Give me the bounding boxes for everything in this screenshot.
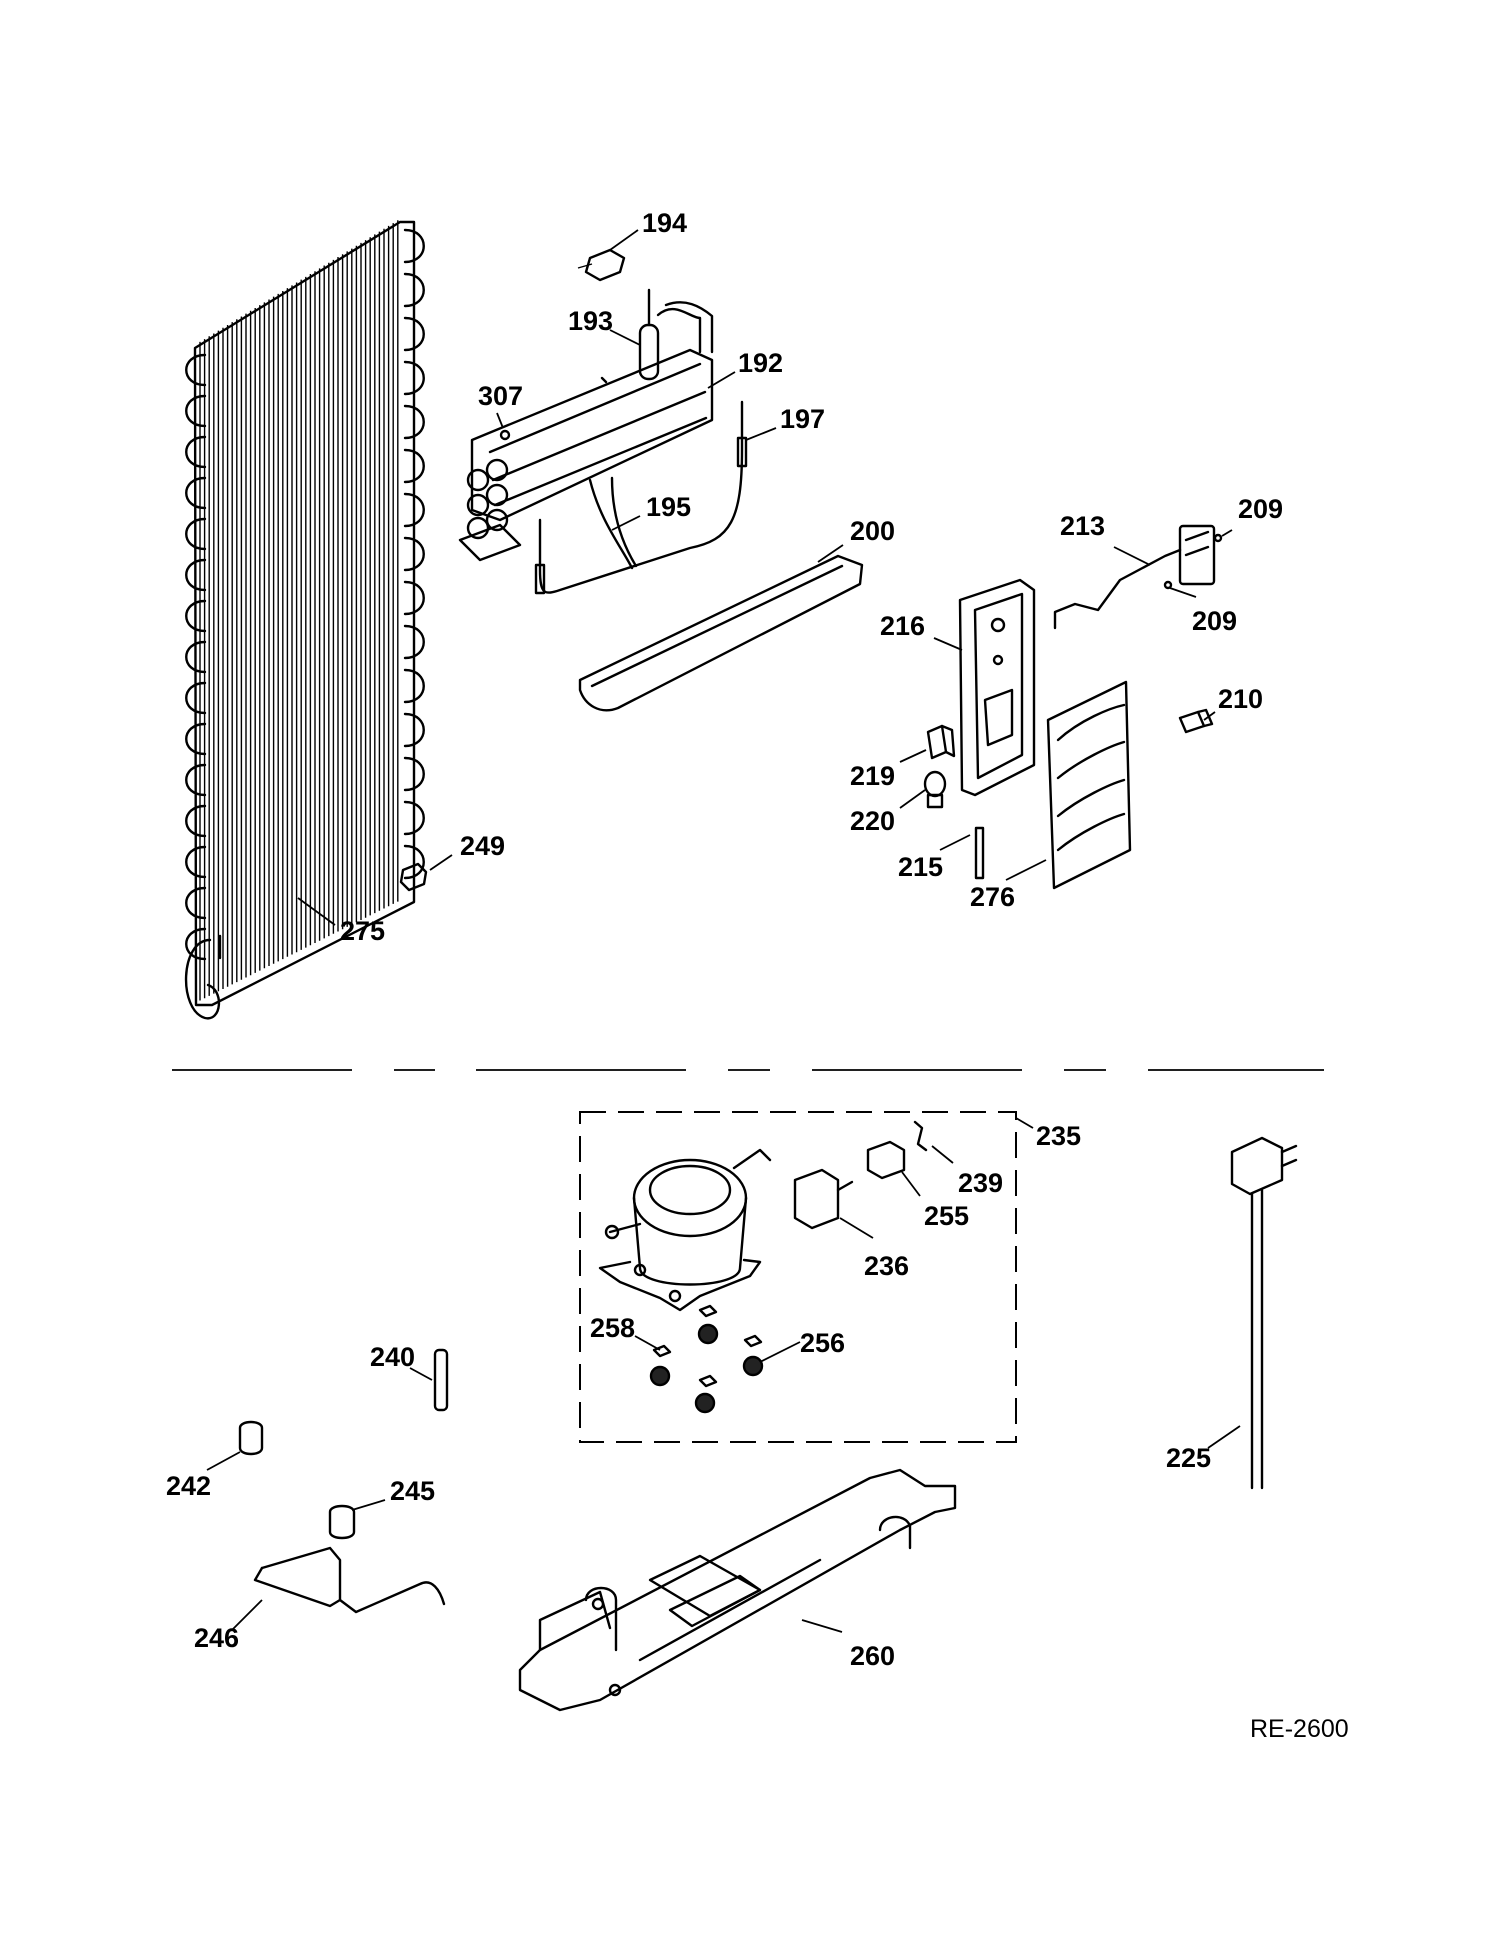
diagram-code: RE-2600 [1250, 1715, 1349, 1743]
label-220: 220 [850, 806, 895, 836]
condenser-loop-left [185, 353, 207, 387]
condenser-loop-right [403, 360, 425, 396]
power-cord [1230, 1136, 1298, 1490]
part-245-grommet [328, 1504, 356, 1540]
label-195: 195 [646, 492, 691, 522]
condenser-loop-left [185, 640, 207, 674]
condenser-coil [184, 220, 425, 1020]
condenser-loop-right [403, 800, 425, 836]
label-219: 219 [850, 761, 895, 791]
part-239-clip [913, 1120, 928, 1152]
condenser-loop-right [403, 448, 425, 484]
part-200-trough [578, 554, 864, 712]
label-209-top: 209 [1238, 494, 1283, 524]
part-246-tube [260, 1546, 446, 1614]
label-197: 197 [780, 404, 825, 434]
condenser-loop-right [403, 580, 425, 616]
label-216: 216 [880, 611, 925, 641]
condenser-loop-left [185, 804, 207, 838]
label-246: 246 [194, 1623, 239, 1653]
condenser-loop-right [403, 756, 425, 792]
part-236-relay [793, 1168, 840, 1230]
condenser-loop-right [403, 316, 425, 352]
condenser-loop-right [403, 712, 425, 748]
label-245: 245 [390, 1476, 435, 1506]
label-260: 260 [850, 1641, 895, 1671]
part-255-overload [866, 1140, 906, 1180]
condenser-loop-left [185, 886, 207, 920]
part-242-grommet [238, 1420, 264, 1456]
condenser-loop-left [185, 681, 207, 715]
label-256: 256 [800, 1328, 845, 1358]
condenser-loop-left [185, 599, 207, 633]
label-225: 225 [1166, 1443, 1211, 1473]
part-193-drier [638, 323, 660, 381]
condenser-loop-left [185, 927, 207, 961]
label-242: 242 [166, 1471, 211, 1501]
condenser-loop-right [403, 492, 425, 528]
label-192: 192 [738, 348, 783, 378]
label-194: 194 [642, 208, 687, 238]
label-235: 235 [1036, 1121, 1081, 1151]
label-255: 255 [924, 1201, 969, 1231]
condenser-loop-left [185, 394, 207, 428]
condenser-loop-right [403, 668, 425, 704]
grommets [649, 1304, 764, 1414]
condenser-loop-right [403, 844, 425, 880]
label-236: 236 [864, 1251, 909, 1281]
label-210: 210 [1218, 684, 1263, 714]
label-213: 213 [1060, 511, 1105, 541]
condenser-loop-left [185, 476, 207, 510]
condenser-loop-left [185, 435, 207, 469]
condenser-loop-right [403, 228, 425, 264]
part-240-sleeve [433, 1348, 449, 1412]
condenser-loop-right [403, 404, 425, 440]
condenser-loop-left [185, 722, 207, 756]
label-215: 215 [898, 852, 943, 882]
part-194-shape [584, 248, 626, 282]
condenser-loop-right [403, 272, 425, 308]
condenser-loop-left [185, 517, 207, 551]
label-209-bottom: 209 [1192, 606, 1237, 636]
part-249-block [399, 862, 428, 892]
label-275: 275 [340, 916, 385, 946]
part-197-wire [538, 400, 744, 594]
label-307: 307 [478, 381, 523, 411]
label-240: 240 [370, 1342, 415, 1372]
leader-lines [206, 229, 1241, 1633]
label-193: 193 [568, 306, 613, 336]
label-249: 249 [460, 831, 505, 861]
label-239: 239 [958, 1168, 1003, 1198]
base-pan [518, 1468, 957, 1712]
label-200: 200 [850, 516, 895, 546]
compressor [598, 1148, 772, 1312]
control-housing [923, 524, 1223, 890]
condenser-loop-right [403, 536, 425, 572]
condenser-loop-left [185, 845, 207, 879]
label-258: 258 [590, 1313, 635, 1343]
evaporator-assembly [458, 248, 714, 570]
condenser-loop-left [185, 763, 207, 797]
condenser-loop-left [185, 558, 207, 592]
condenser-loop-right [403, 624, 425, 660]
label-276: 276 [970, 882, 1015, 912]
